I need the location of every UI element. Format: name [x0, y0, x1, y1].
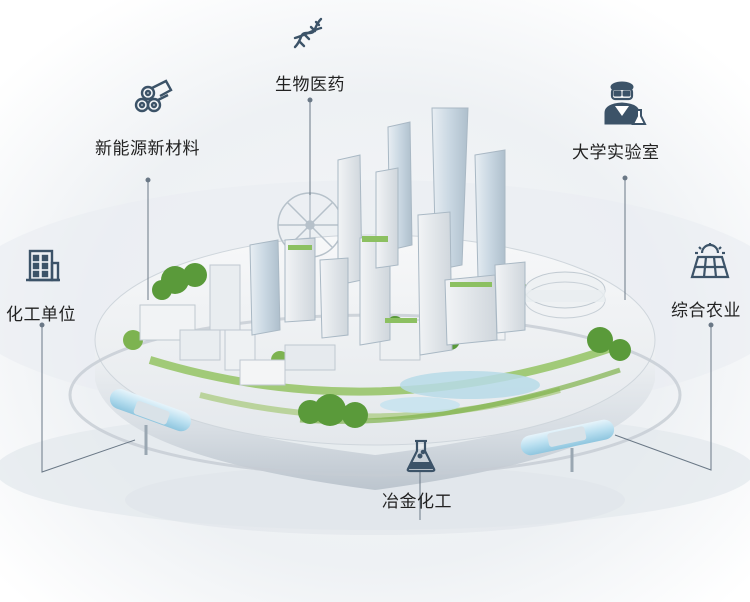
- glass-tube-left: [109, 389, 192, 455]
- label-university-lab: 大学实验室: [572, 143, 660, 163]
- flask-icon: [405, 439, 437, 473]
- glass-tube-right: [520, 419, 615, 472]
- label-new-energy-materials: 新能源新材料: [95, 139, 200, 159]
- dna-icon: [289, 14, 327, 52]
- label-integrated-agriculture: 综合农业: [671, 301, 741, 321]
- office-building-icon: [25, 248, 61, 284]
- scientist-icon: [601, 80, 647, 126]
- label-biomedicine: 生物医药: [275, 75, 345, 95]
- label-metallurgy-chemical: 冶金化工: [382, 492, 452, 512]
- material-rolls-icon: [133, 76, 175, 114]
- label-chemical-units: 化工单位: [6, 305, 76, 325]
- solar-panel-icon: [690, 243, 730, 281]
